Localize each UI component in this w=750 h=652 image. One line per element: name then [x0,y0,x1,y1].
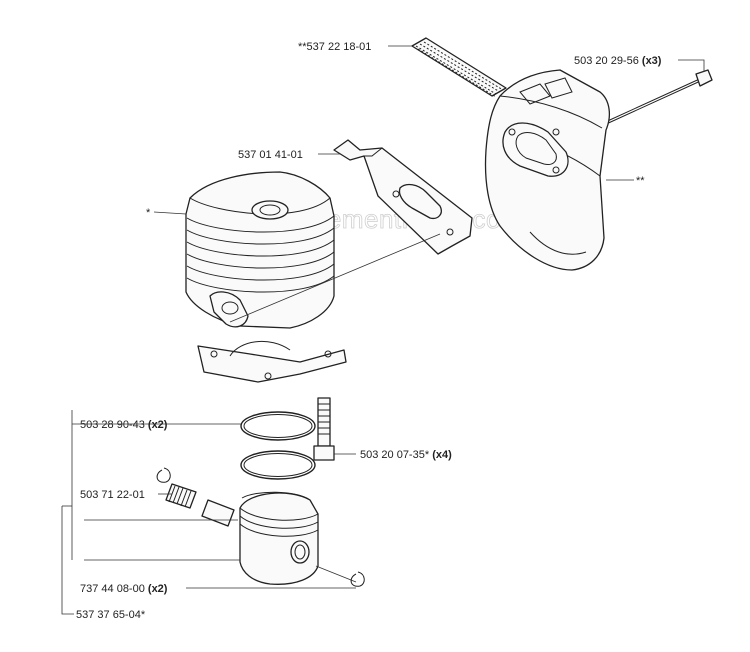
label-screen: **537 22 18-01 [298,41,371,53]
muffler-bracket[interactable] [333,139,473,255]
label-ring: 503 28 90-43 (x2) [80,419,168,431]
label-screw-top: 503 20 29-56 (x3) [574,55,662,67]
cylinder-bolt[interactable] [313,397,335,461]
spark-arrestor-screen[interactable] [411,37,507,98]
piston-pin[interactable] [201,499,235,527]
piston-ring-upper[interactable] [240,411,316,441]
piston[interactable] [239,491,319,585]
leader-circlip-right [315,565,357,583]
label-circlip: 737 44 08-00 (x2) [80,583,168,595]
leader-cylinder [153,211,187,215]
label-bracket: 537 01 41-01 [238,149,303,161]
muffler[interactable] [484,69,611,271]
label-bearing: 503 71 22-01 [80,489,145,501]
circlip-left[interactable] [156,467,171,483]
label-bolt: 503 20 07-35* (x4) [360,449,452,461]
label-piston-kit: 537 37 65-04* [76,609,146,621]
circlip-right[interactable] [350,571,365,587]
label-cylinder: * [146,207,151,219]
leader-screw-top [678,59,705,72]
bracket-line-kit [61,506,74,615]
muffler-screw[interactable] [607,69,713,124]
cylinder[interactable] [185,171,347,383]
needle-bearing[interactable] [165,483,197,509]
label-muffler: ** [636,175,645,187]
leader-assembly [229,233,441,323]
piston-ring-lower[interactable] [240,450,316,480]
